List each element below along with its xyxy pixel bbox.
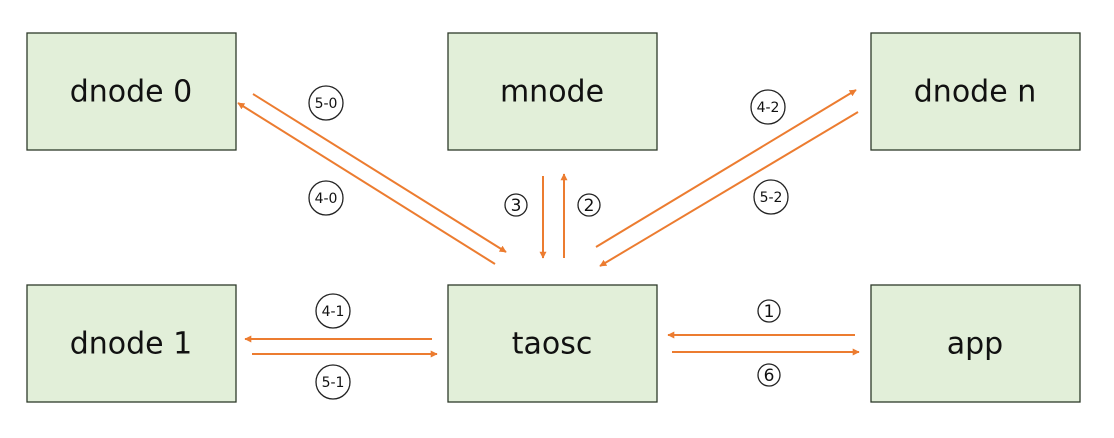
step-badge-5-1: 5-1 (315, 364, 351, 400)
step-label-2: 2 (584, 196, 595, 216)
arrow-taosc-to-dnode-n (595, 89, 857, 248)
step-label-5-0: 5-0 (315, 96, 338, 112)
arrow-dnode-n-to-taosc (599, 111, 859, 267)
node-dnode-n-label: dnode n (914, 75, 1036, 110)
step-badge-5-0: 5-0 (308, 85, 344, 121)
step-badge-3: 3 (504, 193, 528, 217)
node-dnode-0: dnode 0 (26, 32, 237, 151)
step-badge-6: 6 (757, 363, 781, 387)
step-label-4-0: 4-0 (315, 191, 338, 207)
node-taosc-label: taosc (512, 327, 593, 362)
step-label-3: 3 (511, 196, 522, 216)
step-label-1: 1 (764, 302, 775, 322)
node-dnode-1-label: dnode 1 (70, 327, 193, 362)
step-label-6: 6 (764, 366, 775, 386)
step-badge-5-2: 5-2 (753, 179, 789, 215)
node-dnode-0-label: dnode 0 (70, 75, 193, 110)
step-badge-1: 1 (757, 299, 781, 323)
step-label-4-2: 4-2 (757, 100, 780, 116)
step-badge-2: 2 (577, 193, 601, 217)
node-app-label: app (947, 327, 1003, 362)
arrow-dnode-0-to-taosc (252, 93, 507, 253)
node-mnode: mnode (447, 32, 658, 151)
step-label-5-1: 5-1 (322, 375, 345, 391)
step-badge-4-1: 4-1 (315, 293, 351, 329)
step-badge-4-0: 4-0 (308, 180, 344, 216)
step-label-5-2: 5-2 (760, 190, 783, 206)
node-mnode-label: mnode (500, 75, 604, 110)
node-dnode-1: dnode 1 (26, 284, 237, 403)
node-dnode-n: dnode n (870, 32, 1081, 151)
node-app: app (870, 284, 1081, 403)
arrow-taosc-to-dnode-0 (237, 102, 496, 265)
step-label-4-1: 4-1 (322, 304, 345, 320)
step-badge-4-2: 4-2 (750, 89, 786, 125)
node-taosc: taosc (447, 284, 658, 403)
